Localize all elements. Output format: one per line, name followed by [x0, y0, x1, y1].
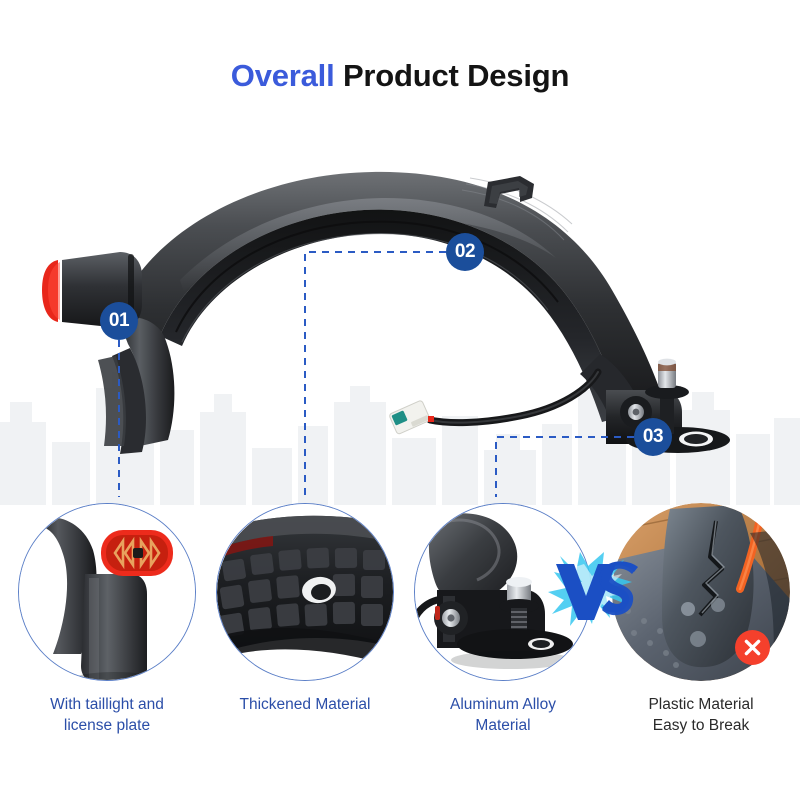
connector-red-tip	[428, 416, 434, 422]
page-title: Overall Product Design	[0, 58, 800, 94]
detail-circle-thickened[interactable]	[216, 503, 394, 681]
taillight-lens-highlight	[48, 262, 60, 320]
callout-badge-01[interactable]: 01	[100, 302, 138, 340]
x-mark-icon	[744, 639, 761, 656]
alloy-bracket-photo	[415, 504, 591, 680]
callout-badge-02[interactable]: 02	[446, 233, 484, 271]
taillight-photo	[19, 504, 195, 680]
power-cable-highlight	[429, 371, 599, 424]
fender-inner-rim	[160, 209, 624, 422]
bracket-washer	[645, 385, 689, 399]
cable-connector	[389, 400, 431, 435]
chrome-bolt-band	[658, 364, 676, 371]
callout-badge-03[interactable]: 03	[634, 418, 672, 456]
chrome-bolt-top	[658, 358, 676, 366]
page-title-rest: Product Design	[342, 58, 570, 93]
callout-badge-03-label: 03	[642, 426, 664, 447]
left-strut-upper	[118, 316, 175, 446]
bracket-pivot-bolt-center	[632, 408, 640, 416]
detail-circle-taillight[interactable]	[18, 503, 196, 681]
fender-seam	[175, 220, 559, 333]
callout-badge-01-label: 01	[108, 310, 130, 331]
fender-seam-highlight	[181, 232, 549, 343]
vs-letter-s-fill	[601, 562, 636, 616]
vs-graphic	[548, 552, 638, 626]
page-title-highlight: Overall	[230, 58, 335, 93]
detail-circle-plastic[interactable]	[612, 503, 790, 681]
fender-mount-tab-highlight	[489, 181, 528, 204]
ribbed-underside-photo	[217, 504, 393, 680]
bracket-base-hole-inner	[684, 434, 708, 444]
caption-thickened: Thickened Material	[239, 696, 371, 713]
reject-x-badge	[735, 630, 770, 665]
callout-badge-02-label: 02	[454, 241, 476, 262]
fender-highlight	[180, 198, 556, 292]
